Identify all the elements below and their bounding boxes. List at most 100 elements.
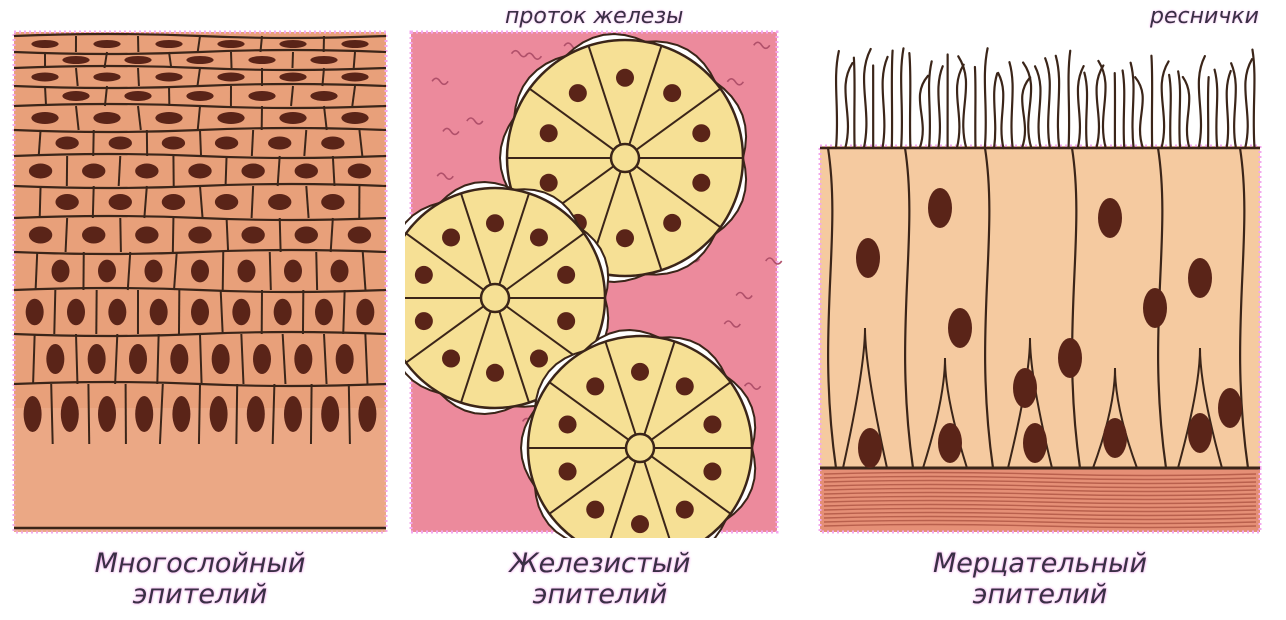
cell-nucleus — [26, 299, 44, 325]
cell-nucleus — [31, 73, 58, 82]
secretory-cell-nucleus — [530, 350, 548, 368]
cell-nucleus — [55, 137, 78, 150]
cilium — [892, 51, 893, 148]
cell-nucleus — [135, 227, 158, 244]
cell-wall — [157, 334, 158, 384]
cell-nucleus — [155, 112, 182, 124]
cilium — [1227, 71, 1231, 148]
cell-nucleus — [98, 396, 116, 432]
cilia-label: реснички — [1150, 4, 1259, 29]
cell-nucleus — [145, 260, 163, 283]
cilium — [901, 48, 903, 148]
cilium — [1252, 50, 1254, 148]
cell-nucleus — [1013, 368, 1037, 408]
cell-nucleus — [341, 112, 368, 124]
cell-nucleus — [82, 164, 105, 179]
cell-nucleus — [31, 112, 58, 124]
acinus-lumen — [626, 434, 654, 462]
cell-wall — [120, 218, 121, 252]
cilium — [1208, 77, 1209, 148]
cilium — [985, 48, 988, 148]
cell-nucleus — [241, 227, 264, 244]
cell-nucleus — [124, 91, 151, 101]
cell-nucleus — [336, 344, 354, 374]
secretory-cell-nucleus — [616, 229, 634, 247]
cell-nucleus — [210, 396, 228, 432]
cell-nucleus — [135, 396, 153, 432]
cell-wall — [311, 384, 312, 444]
secretory-cell-nucleus — [557, 266, 575, 284]
cell-nucleus — [1103, 418, 1127, 458]
stratified-epithelium-panel — [10, 28, 390, 538]
cilium — [957, 65, 964, 148]
cell-nucleus — [1188, 413, 1212, 453]
secretory-cell-nucleus — [415, 312, 433, 330]
secretory-cell-nucleus — [486, 364, 504, 382]
cell-nucleus — [52, 260, 70, 283]
cell-wall — [343, 290, 344, 334]
cell-nucleus — [1098, 198, 1122, 238]
cell-nucleus — [295, 227, 318, 244]
cell-nucleus — [82, 227, 105, 244]
cell-wall — [40, 186, 41, 218]
secretory-cell-nucleus — [540, 124, 558, 142]
cell-nucleus — [109, 194, 132, 210]
cilium — [1123, 70, 1125, 148]
secretory-cell-nucleus — [676, 377, 694, 395]
cilium — [845, 63, 852, 148]
cilium — [1131, 63, 1134, 148]
cell-wall — [236, 384, 237, 444]
cell-nucleus — [170, 344, 188, 374]
ciliated-caption-line2: эпителий — [860, 579, 1220, 610]
cilium — [1151, 56, 1152, 148]
cilium — [929, 61, 932, 148]
cell-nucleus — [135, 164, 158, 179]
secretory-cell-nucleus — [676, 501, 694, 519]
cell-nucleus — [284, 396, 302, 432]
cell-wall — [200, 130, 201, 156]
cell-nucleus — [191, 260, 209, 283]
cell-nucleus — [1023, 423, 1047, 463]
cell-wall — [292, 52, 293, 68]
cell-nucleus — [150, 299, 168, 325]
glandular-epithelium-panel — [405, 28, 785, 538]
cell-wall — [226, 156, 227, 186]
cilium — [1069, 51, 1071, 148]
cilium — [854, 58, 855, 148]
cell-nucleus — [108, 299, 126, 325]
cell-nucleus — [155, 73, 182, 82]
cell-nucleus — [172, 396, 190, 432]
cell-nucleus — [1188, 258, 1212, 298]
cell-wall — [199, 384, 200, 444]
cilium — [836, 51, 839, 148]
secretory-cell-nucleus — [663, 84, 681, 102]
cell-nucleus — [279, 112, 306, 124]
secretory-cell-nucleus — [559, 463, 577, 481]
ciliated-epithelium-drawing — [810, 28, 1280, 543]
secretory-cell-nucleus — [569, 84, 587, 102]
cell-nucleus — [248, 91, 275, 101]
stratified-caption: Многослойный эпителий — [40, 548, 360, 610]
stratified-caption-line2: эпителий — [40, 579, 360, 610]
cilium — [864, 49, 871, 148]
cell-wall — [54, 290, 55, 334]
secretory-cell-nucleus — [415, 266, 433, 284]
cell-nucleus — [274, 299, 292, 325]
cell-nucleus — [93, 112, 120, 124]
cilium — [1056, 56, 1059, 148]
cell-nucleus — [55, 194, 78, 210]
cell-nucleus — [279, 40, 306, 48]
cell-nucleus — [31, 40, 58, 48]
secretory-cell-nucleus — [586, 501, 604, 519]
cell-wall — [280, 218, 281, 252]
stratified-caption-line1: Многослойный — [40, 548, 360, 579]
cell-wall — [138, 68, 139, 86]
cell-nucleus — [858, 428, 882, 468]
cell-nucleus — [186, 91, 213, 101]
cell-nucleus — [238, 260, 256, 283]
cell-nucleus — [321, 137, 344, 150]
cilium — [1245, 59, 1252, 148]
secretory-cell-nucleus — [616, 69, 634, 87]
gland-duct-label: проток железы — [505, 4, 683, 29]
cell-nucleus — [232, 299, 250, 325]
